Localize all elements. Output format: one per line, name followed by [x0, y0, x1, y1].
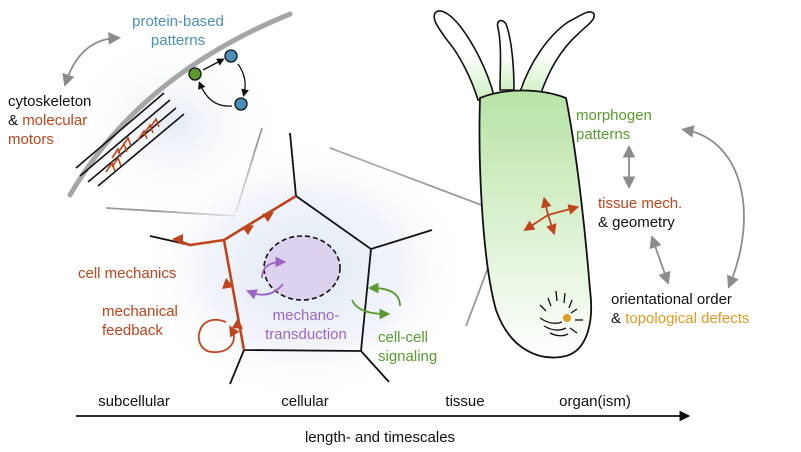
orientation-lines	[539, 290, 583, 337]
mechano-label-line2: transduction	[265, 326, 347, 343]
double-arrow-icon	[681, 125, 745, 289]
signaling-arrow-icon	[351, 299, 391, 320]
double-arrow-icon	[62, 32, 122, 87]
cycle-arrow-icon	[202, 58, 225, 71]
tentacle-middle	[496, 19, 515, 91]
signaling-arrow-icon	[367, 282, 401, 307]
cyto-label-line3: motors	[8, 131, 54, 148]
cyto-label-line1: cytoskeleton	[8, 93, 91, 110]
axis-tick-cellular: cellular	[281, 393, 329, 410]
cyto-molecular: molecular	[22, 112, 87, 129]
force-arrow-icon	[172, 212, 274, 329]
hydra-panel: morphogen patterns tissue mech. & geomet…	[433, 10, 749, 359]
protein-label-line1: protein-based	[132, 13, 224, 30]
tissue-mech-label: tissue mech.	[598, 195, 682, 212]
axis-title: length- and timescales	[305, 429, 455, 446]
tentacle-right	[518, 11, 596, 97]
mechano-label-line1: mechano-	[273, 307, 340, 324]
cyto-label-line2: & molecular	[8, 112, 87, 129]
cycle-arrow-icon	[198, 81, 233, 107]
cellular-panel: cell mechanics mechanical feedback mecha…	[78, 132, 470, 400]
geometry-label: & geometry	[598, 214, 675, 231]
protein-green-dot	[188, 67, 202, 81]
cellcell-label-line1: cell-cell	[378, 329, 428, 346]
cycle-arrow-icon	[237, 63, 249, 98]
defect-dot-icon	[563, 314, 571, 322]
protein-blue-dot-top	[224, 49, 238, 63]
motor-chevron-icon	[105, 117, 160, 173]
morphogen-label-line1: morphogen	[576, 107, 652, 124]
double-arrow-icon	[649, 235, 671, 285]
orientational-label: orientational order	[611, 291, 732, 308]
topological-label: & topological defects	[611, 310, 749, 327]
cross-arrows-icon	[523, 196, 580, 236]
mech-feedback-line1: mechanical	[102, 303, 178, 320]
actin-filament-icon	[75, 92, 185, 187]
scale-axis: subcellular cellular tissue organ(ism) l…	[76, 393, 691, 446]
mechano-arrow-icon	[261, 256, 287, 279]
cell-membrane	[67, 11, 293, 198]
protein-label-line2: patterns	[151, 32, 205, 49]
feedback-arrow-icon	[197, 318, 240, 353]
mechano-arrow-icon	[245, 283, 284, 300]
topological-defects: topological defects	[625, 310, 749, 327]
axis-tick-subcellular: subcellular	[98, 393, 170, 410]
axis-tick-organism: organ(ism)	[559, 393, 631, 410]
mech-feedback-line2: feedback	[102, 322, 163, 339]
protein-blue-dot-bottom	[234, 97, 248, 111]
morphogen-label-line2: patterns	[576, 126, 630, 143]
cyto-amp: &	[8, 112, 22, 129]
tentacle-left	[433, 10, 495, 101]
axis-tick-tissue: tissue	[445, 393, 484, 410]
topo-amp: &	[611, 310, 625, 327]
cellcell-label-line2: signaling	[378, 348, 437, 365]
cell-mechanics-label: cell mechanics	[78, 265, 176, 282]
